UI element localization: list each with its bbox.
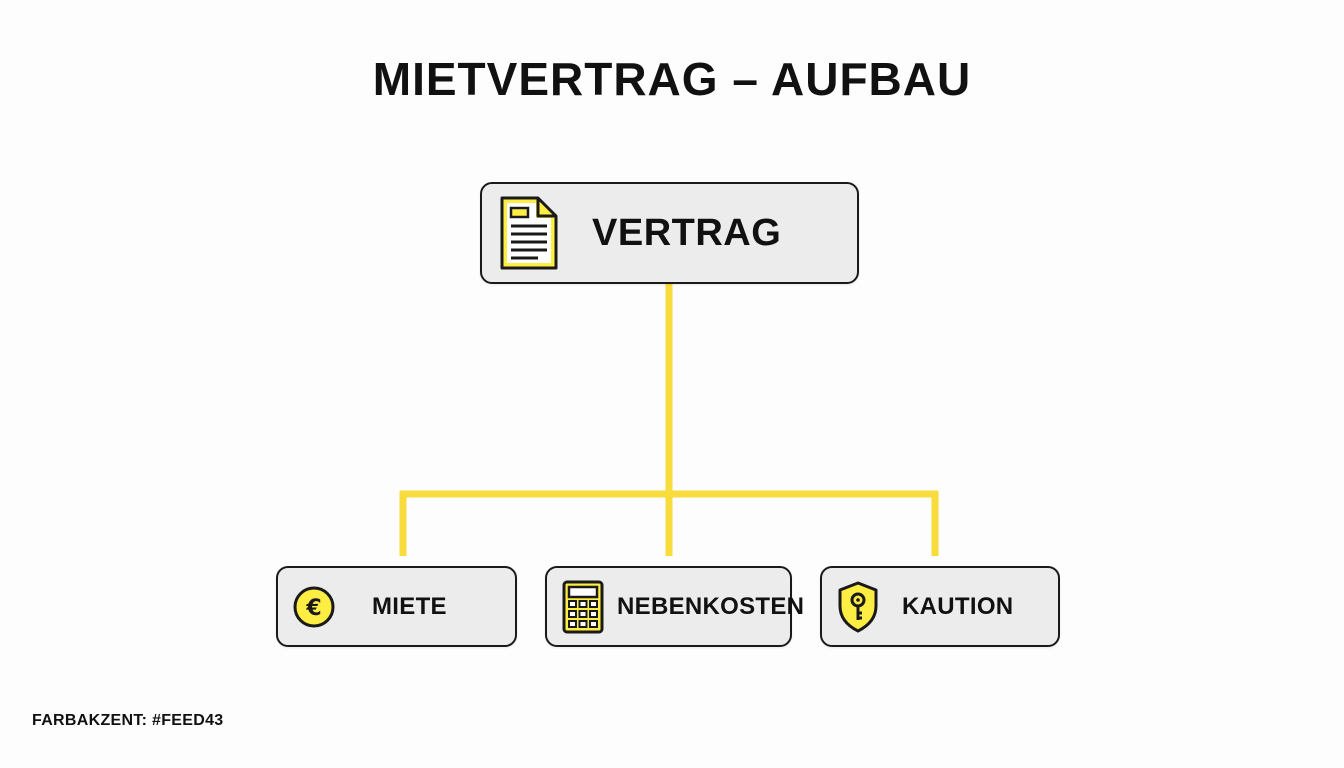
node-vertrag: VERTRAG (480, 182, 859, 284)
euro-coin-icon: € (292, 579, 336, 635)
document-icon (498, 194, 560, 272)
svg-text:€: € (305, 596, 321, 621)
node-label-miete: MIETE (372, 592, 447, 620)
node-label-vertrag: VERTRAG (592, 211, 782, 254)
shield-key-icon (836, 579, 880, 635)
node-miete: € MIETE (276, 566, 517, 647)
calculator-icon (561, 579, 605, 635)
node-label-nebenkosten: NEBENKOSTEN (617, 592, 805, 620)
color-accent-note: FARBAKZENT: #FEED43 (32, 712, 224, 729)
node-nebenkosten: NEBENKOSTEN (545, 566, 804, 647)
node-kaution: KAUTION (820, 566, 1060, 647)
node-label-kaution: KAUTION (902, 592, 1014, 620)
diagram-title: MIETVERTRAG – AUFBAU (372, 53, 972, 105)
